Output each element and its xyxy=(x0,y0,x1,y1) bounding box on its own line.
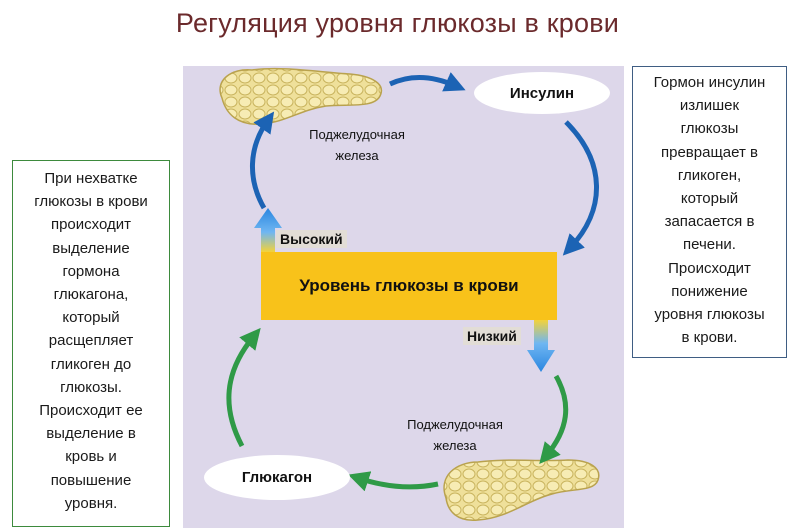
arrow-pancreas-to-glucagon xyxy=(348,471,439,492)
arrow-pancreas-to-insulin xyxy=(388,72,466,92)
arrow-up-to-pancreas xyxy=(250,111,275,210)
insulin-oval: Инсулин xyxy=(474,72,610,114)
arrow-up-icon xyxy=(254,208,282,252)
arrow-down-to-pancreas xyxy=(539,374,569,465)
page-title: Регуляция уровня глюкозы в крови xyxy=(175,8,620,38)
arrow-insulin-to-level xyxy=(562,120,599,256)
arrow-down-icon xyxy=(527,320,555,372)
pancreas-icon-top xyxy=(219,67,383,125)
high-tag: Высокий xyxy=(276,230,347,248)
arrow-glucagon-to-level xyxy=(226,327,261,448)
pancreas-label-bottom: Поджелудочная железа xyxy=(407,417,503,453)
glucagon-oval: Глюкагон xyxy=(204,455,350,500)
insulin-description-box: Гормон инсулин излишек глюкозы превращае… xyxy=(632,66,787,358)
low-tag: Низкий xyxy=(463,327,521,345)
glucose-level-box: Уровень глюкозы в крови xyxy=(261,252,557,320)
glucagon-description-box: При нехватке глюкозы в крови происходит … xyxy=(12,160,170,527)
pancreas-label-top: Поджелудочная железа xyxy=(309,127,405,163)
pancreas-icon-bottom xyxy=(443,459,600,521)
